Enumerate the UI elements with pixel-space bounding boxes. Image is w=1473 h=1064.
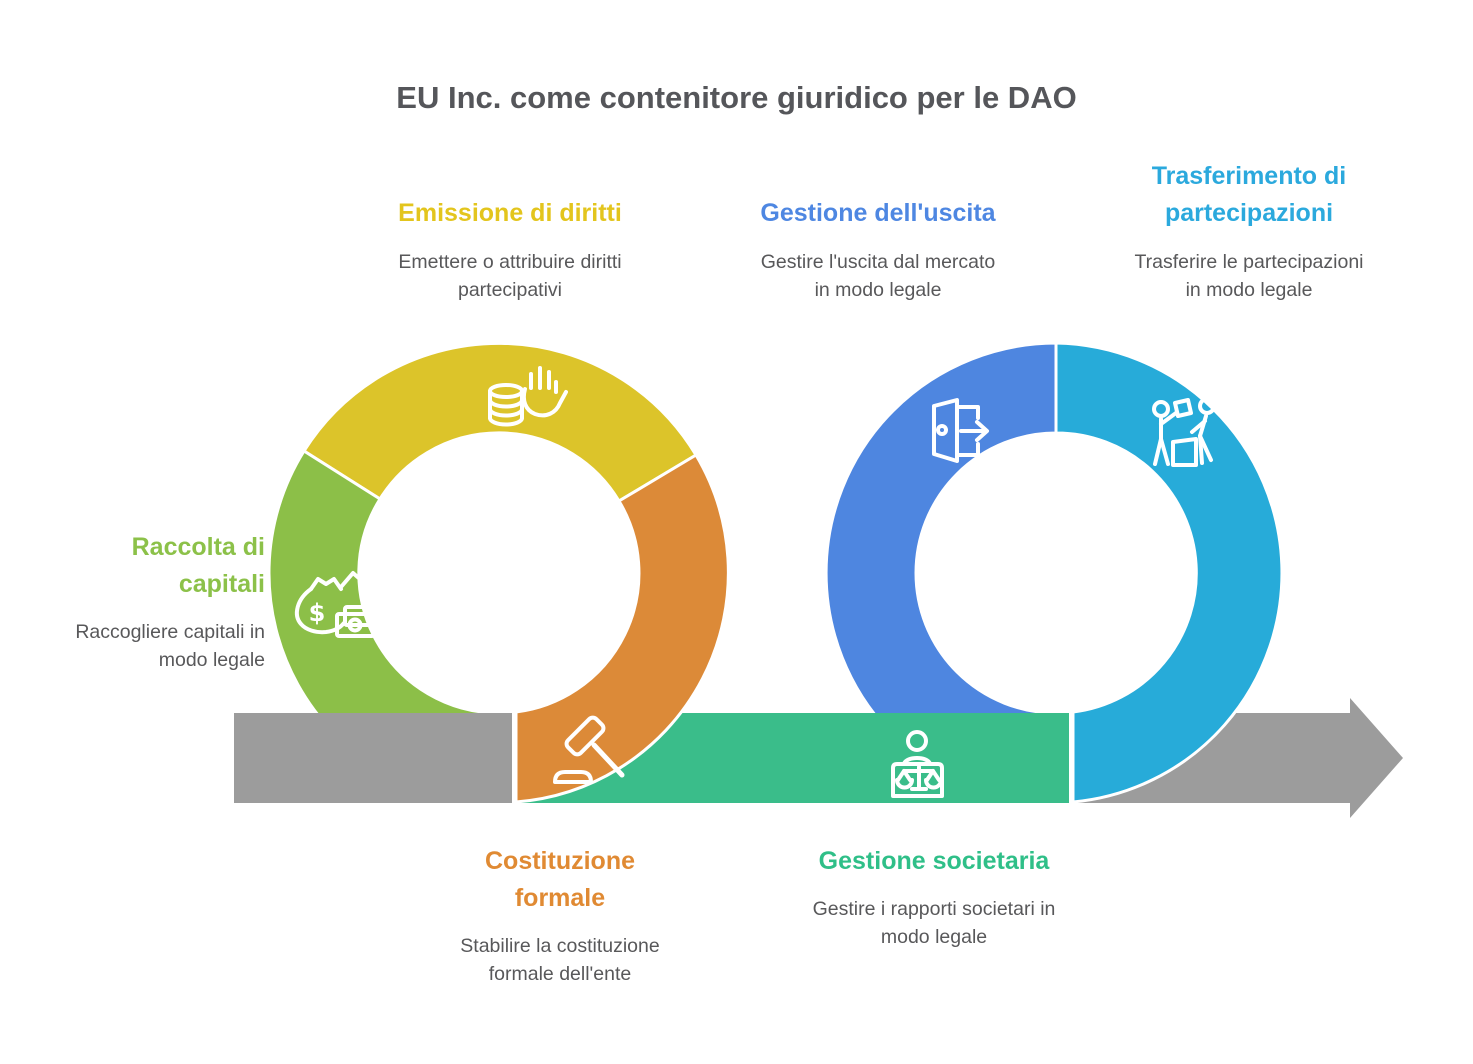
segment-costituzione-formale: [514, 452, 730, 804]
step-description: Gestire l'uscita dal mercato in modo leg…: [760, 251, 996, 301]
step-title: Costituzione formale: [485, 847, 635, 912]
money-bag-growth-icon: $: [294, 562, 379, 638]
label-block-gestione-dell-uscita: Gestione dell'uscita Gestire l'uscita da…: [698, 195, 1058, 304]
step-description: Gestire i rapporti societari in modo leg…: [812, 898, 1056, 948]
timeline-start-band: [234, 713, 512, 803]
svg-text:$: $: [309, 599, 326, 627]
segment-trasferimento-di-partecipazioni: [1054, 341, 1284, 804]
step-title: Trasferimento di partecipazioni: [1151, 162, 1347, 227]
hand-coins-icon: [488, 366, 568, 427]
step-description: Emettere o attribuire diritti partecipat…: [398, 251, 622, 301]
label-block-raccolta-di-capitali: Raccolta di capitali Raccogliere capital…: [5, 529, 265, 674]
label-block-costituzione-formale: Costituzione formale Stabilire la costit…: [400, 843, 720, 988]
label-block-gestione-societaria: Gestione societaria Gestire i rapporti s…: [754, 843, 1114, 951]
step-title: Gestione dell'uscita: [760, 199, 996, 227]
page-title: EU Inc. come contenitore giuridico per l…: [396, 80, 1077, 115]
step-title: Gestione societaria: [818, 847, 1050, 875]
label-block-emissione-di-diritti: Emissione di diritti Emettere o attribui…: [330, 195, 690, 304]
step-description: Raccogliere capitali in modo legale: [75, 621, 265, 671]
label-block-trasferimento-di-partecipazioni: Trasferimento di partecipazioni Trasferi…: [1066, 158, 1432, 304]
step-title: Emissione di diritti: [398, 199, 622, 227]
gavel-icon: [553, 715, 625, 784]
transfer-people-icon: [1152, 397, 1216, 467]
exit-door-icon: [932, 398, 989, 463]
step-title: Raccolta di capitali: [131, 533, 265, 598]
step-description: Stabilire la costituzione formale dell'e…: [460, 935, 660, 985]
step-description: Trasferire le partecipazioni in modo leg…: [1134, 251, 1364, 301]
person-scales-icon: [891, 730, 944, 798]
